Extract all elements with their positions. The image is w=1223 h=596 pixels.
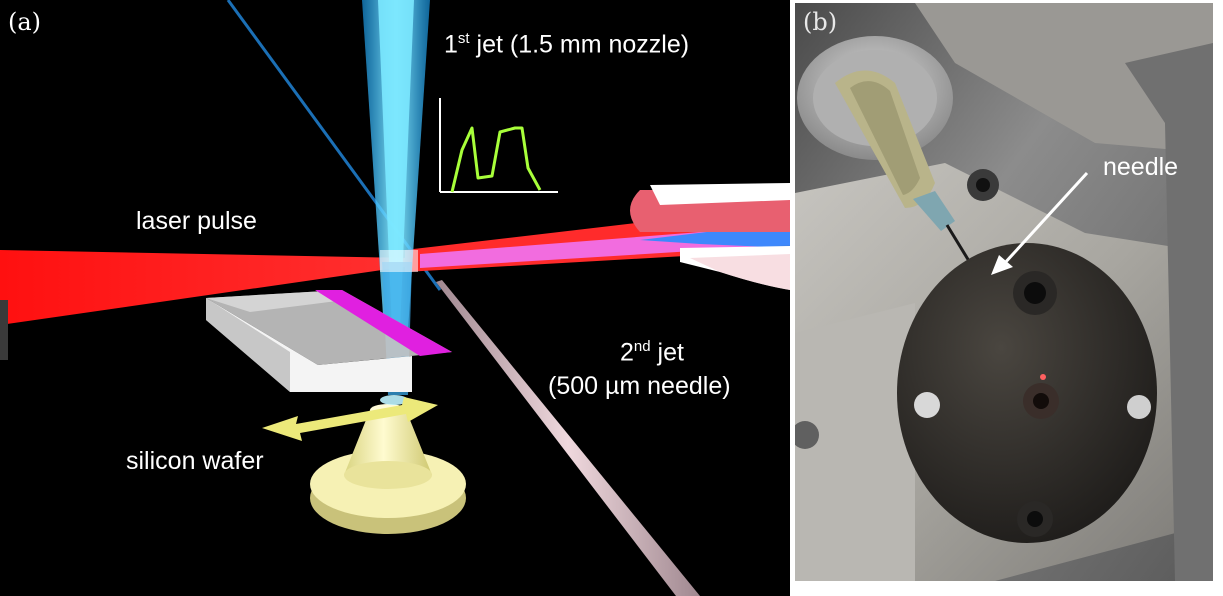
second-jet-label-number: 2 — [620, 338, 634, 367]
panel-a-tag: (a) — [8, 8, 42, 36]
metal-plate-upper — [915, 3, 1213, 153]
disk-center-bore-inner — [1033, 393, 1049, 409]
disk-hole-left — [914, 392, 940, 418]
setup-schematic — [0, 0, 790, 596]
laser-pulse-beam — [0, 250, 410, 325]
second-jet-label-line2: (500 µm needle) — [548, 372, 731, 400]
first-jet-core — [378, 0, 414, 330]
second-jet-label-text: jet — [650, 338, 684, 367]
needle-hub — [913, 191, 955, 231]
silicon-wafer-edge-magenta — [315, 290, 452, 356]
jet-glow — [380, 395, 408, 405]
panel-a-diagram: (a) 1st jet (1.5 mm nozzle) laser pulse … — [0, 0, 790, 596]
laser-left-edge — [0, 300, 8, 360]
needle-pointer-arrowhead — [991, 255, 1013, 275]
first-jet-label-sup: st — [457, 30, 470, 47]
first-jet-label-text: jet (1.5 mm nozzle) — [469, 30, 690, 59]
plate-screw-1-hex — [976, 178, 990, 192]
second-jet-needle — [436, 280, 700, 596]
stage-cone-base — [344, 461, 432, 489]
needle-photo — [795, 3, 1213, 581]
panel-b-tag: (b) — [803, 8, 838, 36]
detector-housing-top — [650, 183, 790, 205]
needle-pointer-arrow — [1001, 171, 1089, 267]
second-jet-label: 2nd jet — [620, 338, 684, 367]
disk-hole-right — [1127, 395, 1151, 419]
stage-cone — [344, 410, 432, 475]
second-jet-label-sup: nd — [633, 338, 651, 355]
wafer-motion-arrow — [262, 397, 438, 441]
panel-b-photo: (b) needle — [795, 0, 1213, 596]
silicon-wafer-side-dark — [206, 298, 290, 392]
metal-block-face — [795, 303, 915, 581]
first-jet-label-number: 1 — [444, 30, 458, 59]
detector-housing-lower-shade — [690, 254, 790, 290]
disk-screw-top-hex — [1024, 282, 1046, 304]
jet-profile-curve — [450, 126, 542, 193]
plate-screw-left — [795, 421, 819, 449]
first-jet-label: 1st jet (1.5 mm nozzle) — [444, 30, 689, 59]
silicon-wafer-label: silicon wafer — [126, 447, 264, 475]
silicon-wafer-top-shade — [206, 290, 345, 312]
disk-screw-bottom-hex — [1027, 511, 1043, 527]
needle-label: needle — [1103, 153, 1179, 181]
metal-right-frame — [1125, 43, 1213, 581]
laser-spot — [1040, 374, 1046, 380]
interaction-point — [380, 250, 418, 272]
laser-pulse-label: laser pulse — [136, 207, 257, 235]
jet-profile-plot — [439, 98, 558, 193]
filter-sleeve-texture — [850, 81, 920, 195]
silicon-wafer-side — [206, 298, 412, 392]
